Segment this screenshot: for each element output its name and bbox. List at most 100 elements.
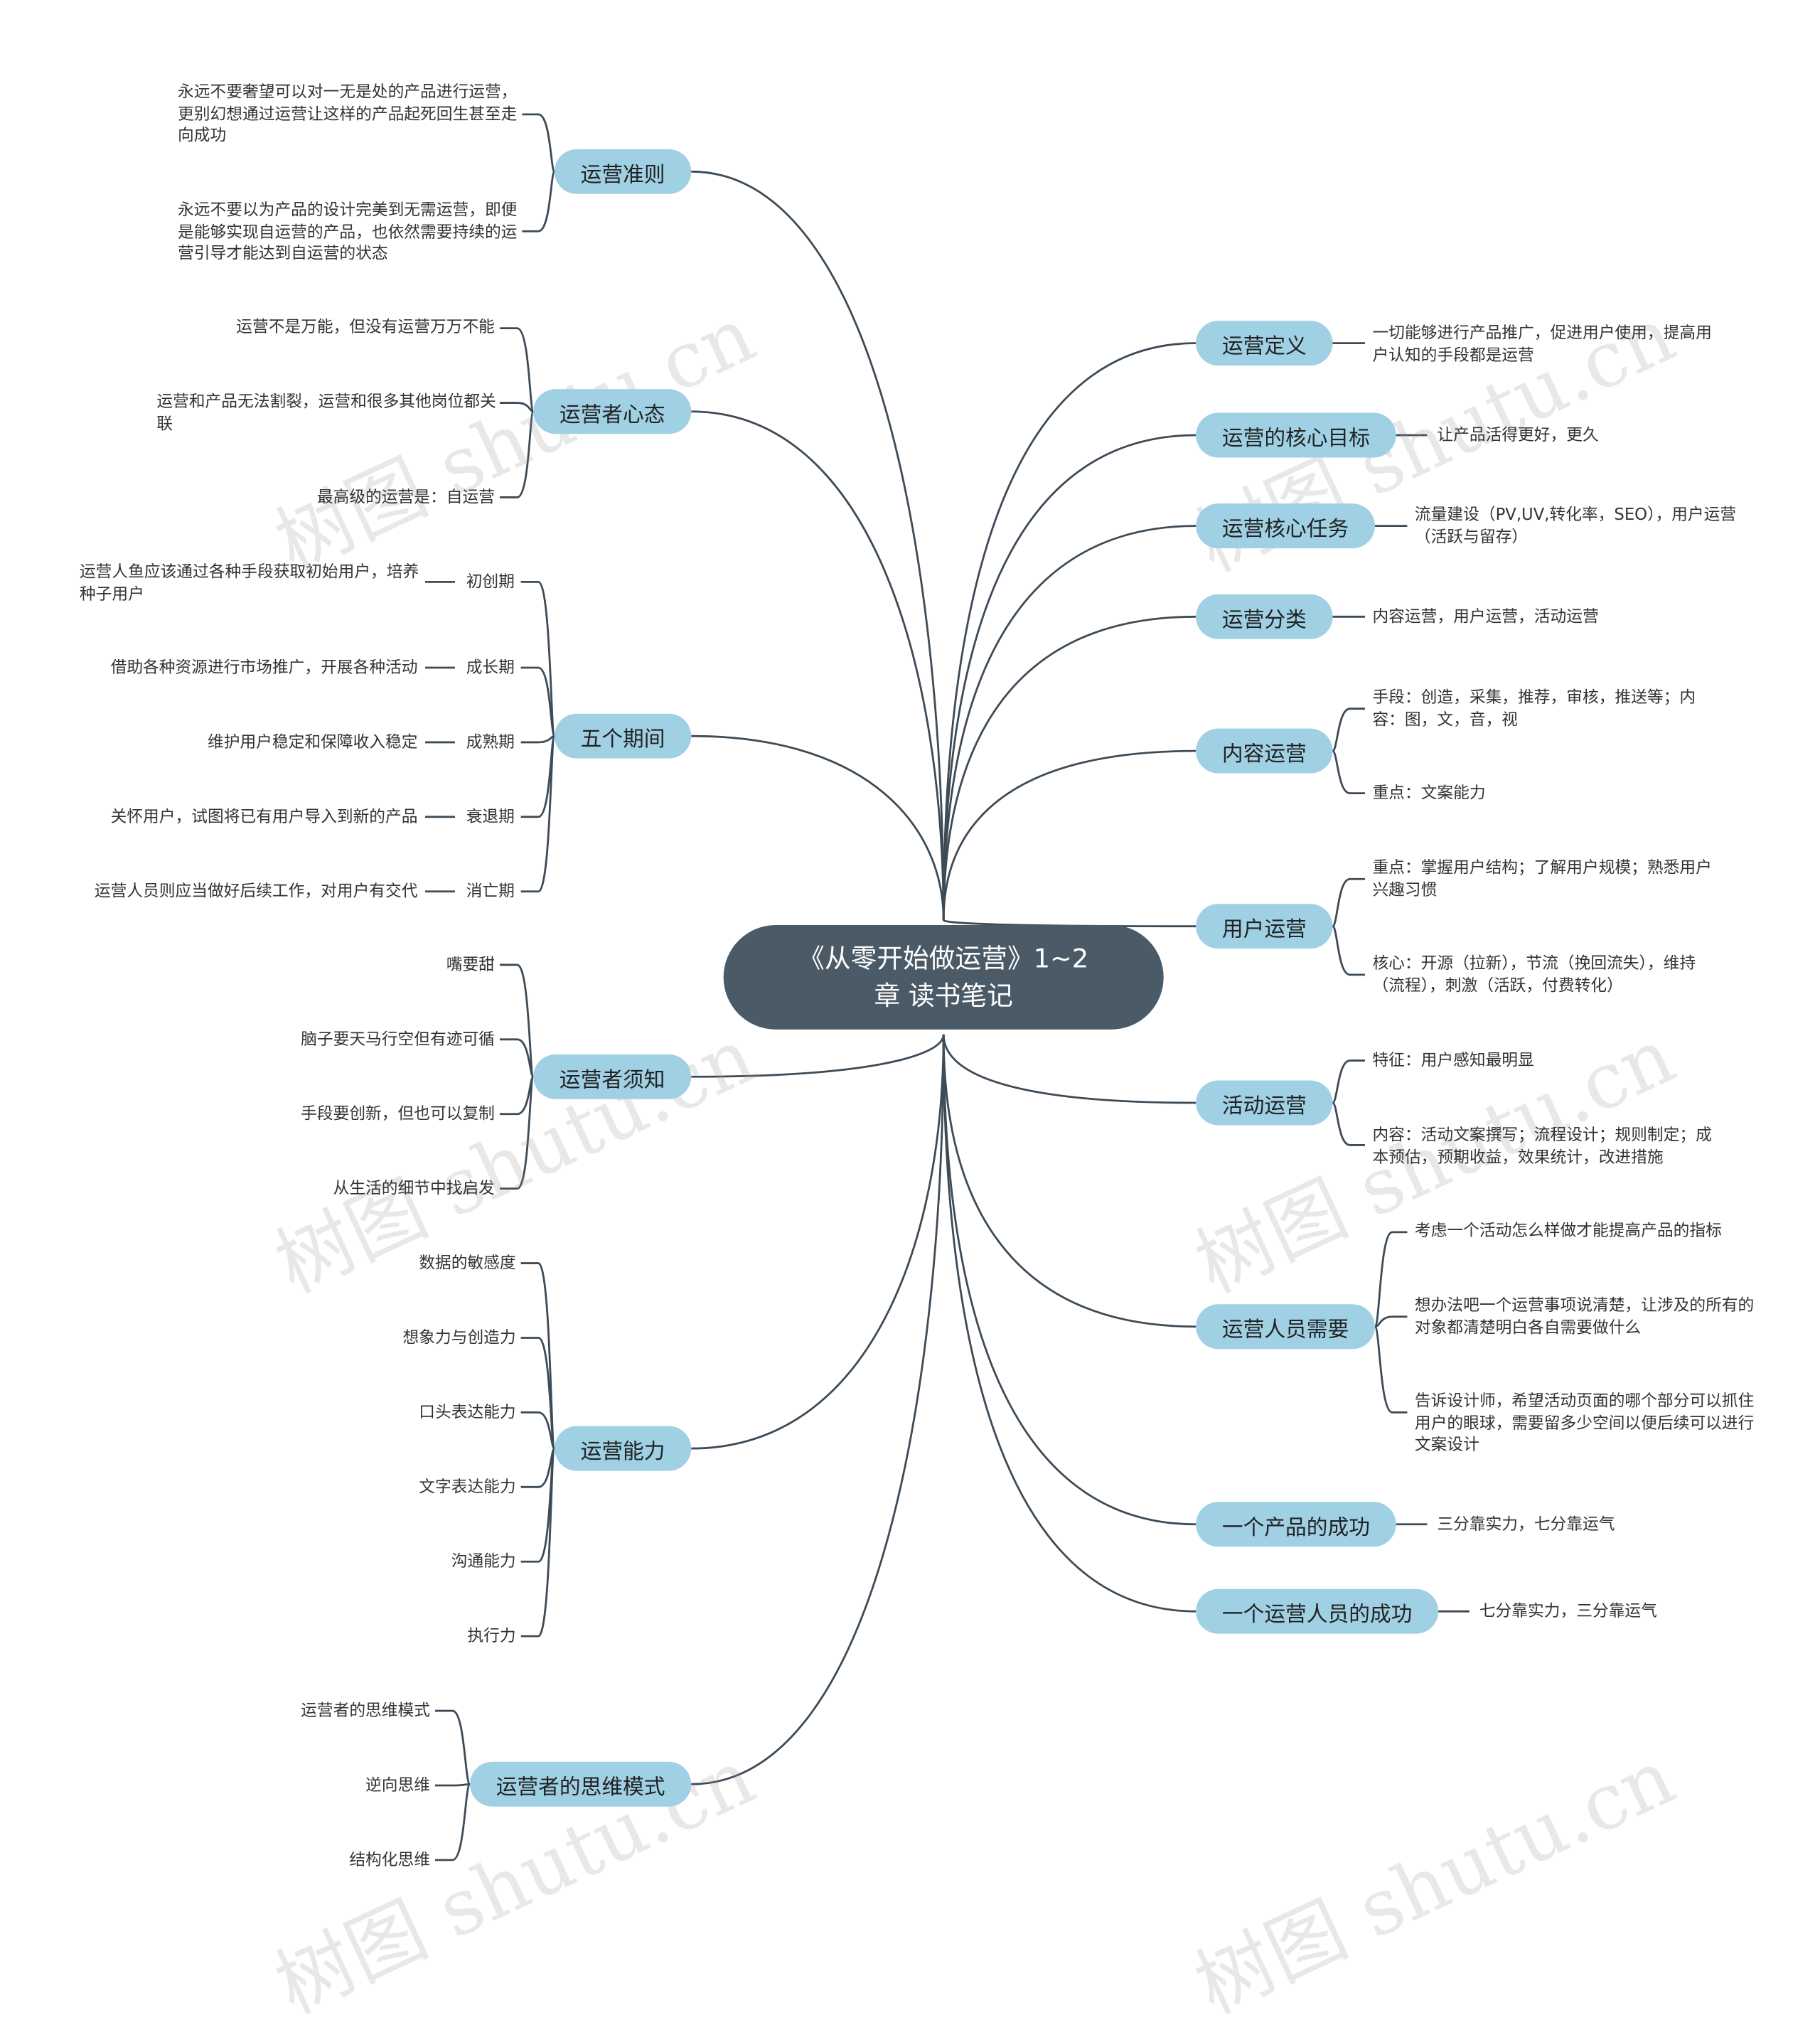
stage-label: 初创期 [466, 573, 515, 592]
root-link-right [942, 615, 1197, 920]
leaf-text: 执行力 [467, 1627, 516, 1647]
leaf-text: 嘴要甜 [446, 956, 495, 975]
stage-detail: 维护用户稳定和保障收入稳定 [207, 733, 418, 752]
branch-link [435, 1783, 470, 1787]
root-link-right [942, 1034, 1197, 1526]
leaf-text: 口头表达能力 [419, 1404, 516, 1423]
stage-detail: 关怀用户，试图将已有用户导入到新的产品 [110, 808, 418, 827]
leaf-text: 让产品活得更好，更久 [1437, 426, 1599, 445]
root-link-left [691, 1034, 945, 1785]
topic-yunyingzhe-xintai[interactable]: 运营者心态 [533, 389, 692, 434]
leaf-text: 考虑一个活动怎么样做才能提高产品的指标 [1414, 1222, 1722, 1241]
branch-link [499, 327, 535, 413]
branch-link [522, 170, 556, 233]
topic-huodong-yunying[interactable]: 活动运营 [1196, 1080, 1333, 1126]
branch-link [435, 1783, 471, 1862]
leaf-text: 手段要创新，但也可以复制 [301, 1105, 495, 1124]
leaf-text: 文字表达能力 [419, 1478, 516, 1497]
topic-hexin-mubiao[interactable]: 运营的核心目标 [1196, 412, 1396, 458]
stage-label: 成熟期 [466, 733, 515, 752]
leaf-text: 沟通能力 [451, 1553, 516, 1572]
topic-yunying-zhunze[interactable]: 运营准则 [554, 149, 692, 194]
leaf-text: 运营者的思维模式 [301, 1702, 431, 1721]
branch-link [499, 402, 534, 413]
leaf-text: 最高级的运营是：自运营 [316, 488, 495, 508]
branch-link [1374, 1231, 1408, 1328]
leaf-text: 手段：创造，采集，推荐，审核，推送等；内容：图，文，音，视 [1372, 688, 1696, 730]
leaf-text: 内容运营，用户运营，活动运营 [1372, 608, 1599, 627]
leaf-text: 内容：活动文案撰写；流程设计；规则制定；成本预估，预期收益，效果统计，改进措施 [1372, 1126, 1712, 1168]
mindmap-canvas: 树图 shutu.cn 树图 shutu.cn 树图 shutu.cn 树图 s… [79, 83, 1755, 2031]
root-link-right [942, 1034, 1197, 1613]
topic-yunying-dingyi[interactable]: 运营定义 [1196, 321, 1333, 366]
stage-detail: 借助各种资源进行市场推广，开展各种活动 [110, 658, 418, 678]
branch-link [1332, 877, 1365, 928]
root-title-line1: 《从零开始做运营》1~2 [798, 944, 1089, 974]
topic-hexin-renwu[interactable]: 运营核心任务 [1196, 503, 1375, 549]
topic-yonghu-yunying[interactable]: 用户运营 [1196, 904, 1333, 949]
stage-label: 衰退期 [466, 808, 515, 827]
root-link-left [691, 735, 945, 920]
root-link-right [942, 1034, 1197, 1104]
root-link-left [691, 170, 945, 920]
leaf-text: 运营不是万能，但没有运营万万不能 [236, 318, 495, 337]
branch-link [1332, 1101, 1365, 1146]
topic-yunyingzhe-xuzhi[interactable]: 运营者须知 [533, 1054, 692, 1099]
branch-link [1332, 749, 1365, 795]
leaf-text: 一切能够进行产品推广，促进用户使用，提高用户认知的手段都是运营 [1372, 324, 1712, 365]
root-link-right [942, 525, 1197, 920]
branch-link [499, 1075, 535, 1190]
root-link-left [691, 410, 945, 920]
root-link-left [691, 1034, 945, 1078]
leaf-text: 想象力与创造力 [402, 1329, 516, 1348]
branch-link [499, 1038, 535, 1078]
branch-link [1332, 707, 1365, 752]
leaf-text: 特征：用户感知最明显 [1372, 1052, 1534, 1071]
branch-link [520, 735, 556, 893]
leaf-text: 重点：文案能力 [1372, 784, 1486, 803]
leaf-text: 三分靠实力，七分靠运气 [1437, 1515, 1615, 1534]
stage-label: 消亡期 [466, 882, 515, 902]
branch-link [520, 666, 556, 737]
branch-link [435, 1709, 471, 1785]
topic-renyuan-chenggong[interactable]: 一个运营人员的成功 [1196, 1588, 1439, 1634]
branch-link [1332, 925, 1365, 976]
root-title-line2: 章 读书笔记 [874, 981, 1013, 1011]
branch-link [520, 1411, 556, 1450]
branch-link [520, 1447, 556, 1638]
topic-renyuan-xuyao[interactable]: 运营人员需要 [1196, 1304, 1375, 1350]
topic-siwei-moshi[interactable]: 运营者的思维模式 [469, 1761, 692, 1807]
topic-chanpin-chenggong[interactable]: 一个产品的成功 [1196, 1502, 1396, 1547]
leaf-text: 七分靠实力，三分靠运气 [1479, 1602, 1657, 1622]
leaf-text: 脑子要天马行空但有迹可循 [301, 1030, 495, 1049]
leaf-text: 想办法吧一个运营事项说清楚，让涉及的所有的对象都清楚明白各自需要做什么 [1414, 1296, 1755, 1337]
leaf-text: 运营和产品无法割裂，运营和很多其他岗位都关联 [156, 392, 496, 434]
branch-link [1332, 1059, 1365, 1104]
leaf-text: 逆向思维 [365, 1776, 431, 1795]
branch-link [1374, 1315, 1408, 1328]
stage-label: 成长期 [466, 658, 515, 678]
leaf-text: 数据的敏感度 [419, 1254, 516, 1273]
topic-yunying-nengli[interactable]: 运营能力 [554, 1426, 692, 1471]
leaf-text: 从生活的细节中找启发 [333, 1180, 495, 1199]
leaf-text: 流量建设（PV,UV,转化率，SEO），用户运营（活跃与留存） [1414, 506, 1737, 547]
stage-detail: 运营人鱼应该通过各种手段获取初始用户，培养种子用户 [79, 563, 419, 604]
topic-neirong-yunying[interactable]: 内容运营 [1196, 728, 1333, 774]
root-link-left [691, 1034, 945, 1450]
root-link-right [942, 1034, 1197, 1328]
branch-link [520, 1447, 556, 1488]
branch-link [1374, 1325, 1408, 1414]
leaf-text: 永远不要奢望可以对一无是处的产品进行运营，更别幻想通过运营让这样的产品起死回生甚… [178, 83, 518, 146]
branch-link [520, 735, 555, 744]
leaf-text: 永远不要以为产品的设计完美到无需运营，即便是能够实现自运营的产品，也依然需要持续… [178, 201, 518, 264]
topic-yunying-fenlei[interactable]: 运营分类 [1196, 594, 1333, 639]
leaf-text: 告诉设计师，希望活动页面的哪个部分可以抓住用户的眼球，需要留多少空间以便后续可以… [1414, 1392, 1755, 1455]
topic-wuge-qijian[interactable]: 五个期间 [554, 713, 692, 759]
leaf-text: 重点：掌握用户结构；了解用户规模；熟悉用户兴趣习惯 [1372, 859, 1712, 900]
root-topic[interactable]: 《从零开始做运营》1~2 章 读书笔记 [723, 924, 1164, 1030]
branch-link [520, 580, 556, 737]
root-link-right [942, 342, 1197, 920]
root-link-right [942, 434, 1197, 920]
leaf-text: 核心：开源（拉新），节流（挽回流失），维持（流程），刺激（活跃，付费转化） [1372, 954, 1696, 995]
branch-link [522, 113, 556, 173]
